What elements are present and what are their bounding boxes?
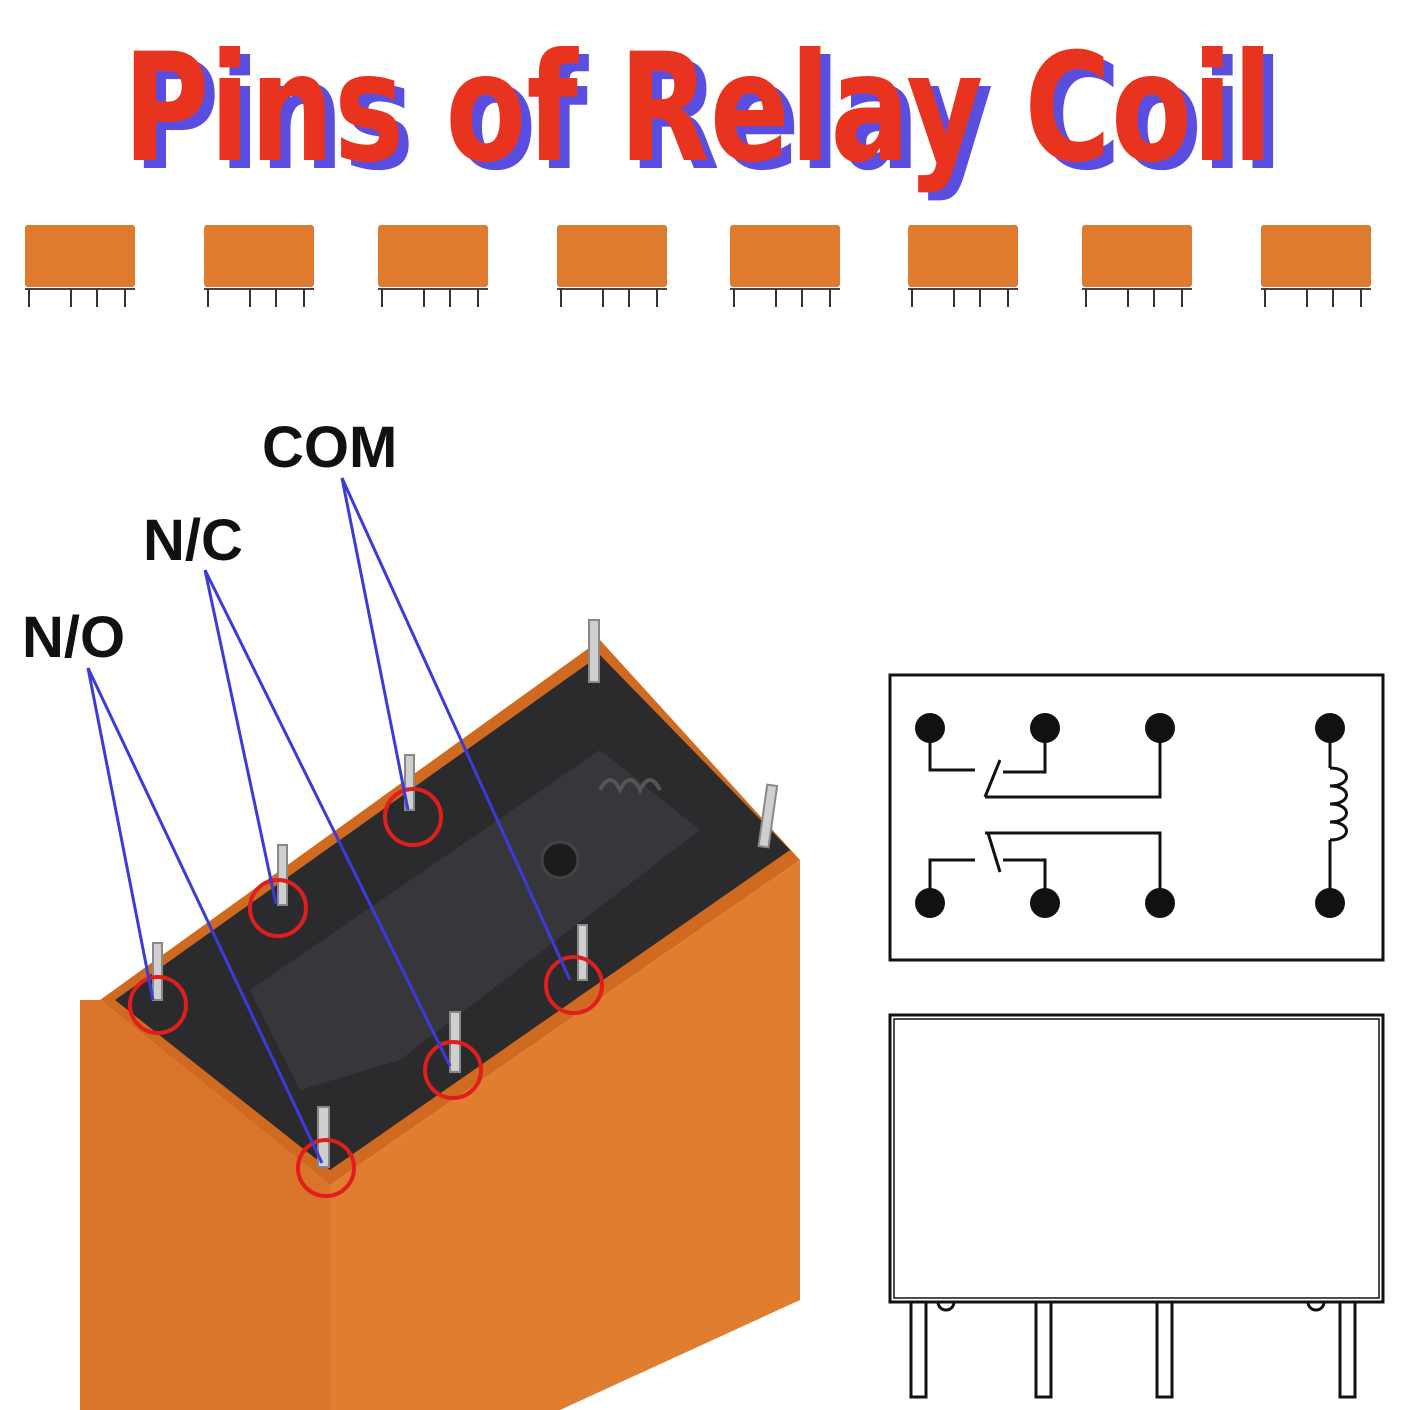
outline-foot-right bbox=[1306, 1301, 1326, 1312]
outline-pin bbox=[909, 1300, 928, 1399]
relay-thumbnail bbox=[730, 225, 840, 307]
pointer-nc-2 bbox=[203, 569, 452, 1067]
label-no: N/O bbox=[22, 605, 125, 670]
relay-thumbnail bbox=[378, 225, 488, 307]
outline-pin bbox=[1034, 1300, 1053, 1399]
coil-emboss-icon bbox=[598, 778, 662, 795]
relay-front-face bbox=[80, 1000, 330, 1410]
label-com: COM bbox=[262, 415, 397, 480]
schematic-frame bbox=[888, 673, 1385, 962]
outline-body-inner bbox=[893, 1018, 1380, 1299]
wire bbox=[1003, 728, 1047, 774]
page-title: Pins of Relay Coil bbox=[123, 22, 1273, 196]
relay-pin bbox=[757, 783, 779, 849]
outline-foot-left bbox=[936, 1301, 956, 1312]
relay-pin bbox=[277, 844, 288, 906]
relay-dpdt-schematic bbox=[888, 673, 1385, 962]
relay-thumbnail bbox=[25, 225, 135, 307]
pointer-no-2 bbox=[86, 667, 324, 1164]
switch-blade bbox=[986, 832, 1002, 873]
relay-emboss bbox=[250, 750, 700, 1090]
pointer-com-1 bbox=[340, 477, 410, 811]
coil-icon bbox=[1329, 766, 1348, 842]
relay-thumbnail bbox=[557, 225, 667, 307]
wire bbox=[928, 858, 975, 903]
relay-thumbnail-body bbox=[908, 225, 1018, 287]
schematic-wiring bbox=[928, 728, 1348, 903]
wire bbox=[1003, 858, 1047, 903]
pin-circle-no-1 bbox=[128, 975, 188, 1035]
outline-pin bbox=[1155, 1300, 1174, 1399]
pin-circle-nc-1 bbox=[248, 878, 308, 938]
switch-blade bbox=[983, 759, 1002, 798]
pointer-nc-1 bbox=[203, 569, 278, 905]
relay-thumbnail bbox=[204, 225, 314, 307]
outline-body-outer bbox=[888, 1013, 1385, 1304]
wire bbox=[985, 831, 1162, 903]
wire bbox=[985, 728, 1162, 799]
relay-pin bbox=[152, 942, 163, 1001]
pin-circle-com-2 bbox=[544, 955, 604, 1015]
relay-thumbnail bbox=[1082, 225, 1192, 307]
wire bbox=[928, 728, 975, 772]
pointer-com-2 bbox=[340, 477, 572, 981]
pin-circle-no-2 bbox=[296, 1138, 356, 1198]
relay-thumbnail bbox=[908, 225, 1018, 307]
relay-thumbnail-body bbox=[378, 225, 488, 287]
relay-thumbnail-body bbox=[25, 225, 135, 287]
relay-photo bbox=[80, 619, 800, 1410]
pointer-no-1 bbox=[86, 667, 155, 1001]
relay-thumbnail-body bbox=[730, 225, 840, 287]
pin-circles bbox=[128, 787, 604, 1198]
outline-pin bbox=[1338, 1300, 1357, 1399]
relay-thumbnail bbox=[1261, 225, 1371, 307]
relay-long-side bbox=[330, 860, 800, 1410]
pin-circle-com-1 bbox=[383, 787, 443, 847]
relay-thumbnail-row bbox=[25, 225, 1371, 307]
relay-pin bbox=[404, 754, 415, 811]
relay-pin bbox=[588, 619, 600, 683]
relay-thumbnail-body bbox=[1261, 225, 1371, 287]
title-shadow: Pins of Relay Coil bbox=[133, 30, 1283, 204]
relay-pin bbox=[577, 924, 588, 981]
relay-pin bbox=[317, 1106, 330, 1168]
pointer-lines bbox=[86, 477, 572, 1164]
relay-top-dot bbox=[540, 840, 580, 880]
label-nc: N/C bbox=[143, 508, 243, 573]
title-group: Pins of Relay Coil Pins of Relay Coil bbox=[123, 22, 1283, 204]
pin-circle-nc-2 bbox=[423, 1040, 483, 1100]
relay-side-outline bbox=[888, 1013, 1385, 1399]
relay-thumbnail-body bbox=[557, 225, 667, 287]
relay-thumbnail-body bbox=[1082, 225, 1192, 287]
relay-thumbnail-body bbox=[204, 225, 314, 287]
